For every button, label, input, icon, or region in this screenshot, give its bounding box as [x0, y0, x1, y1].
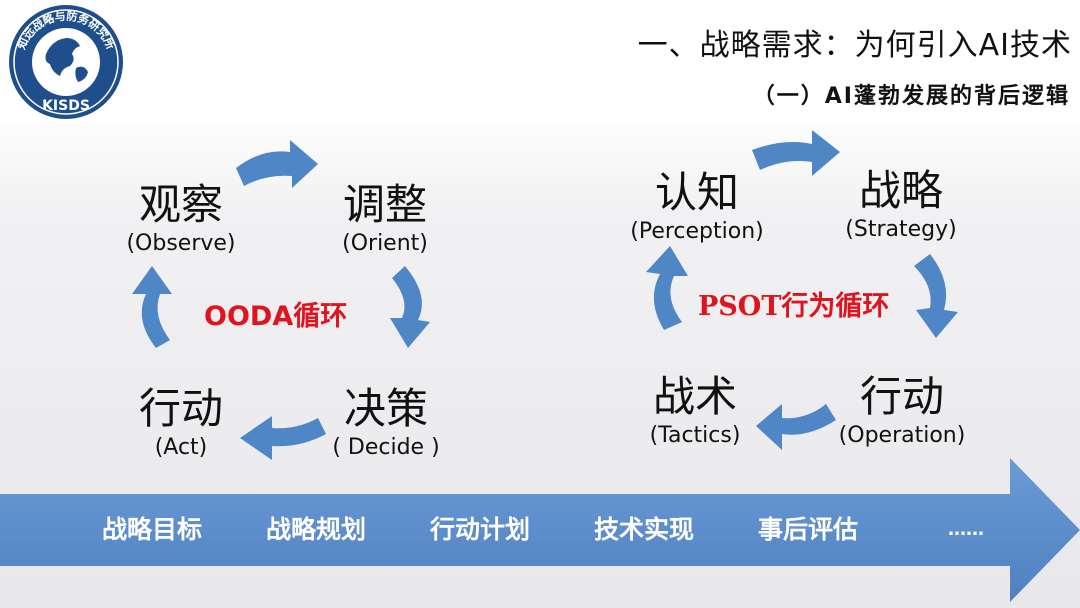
process-step-action-plan: 行动计划 — [430, 515, 531, 544]
psot-arrow-bottom — [756, 404, 836, 450]
node-title: 调整 — [342, 180, 427, 229]
header-band — [0, 0, 1080, 122]
node-subtitle: (Tactics) — [649, 423, 741, 448]
page-title: 一、战略需求：为何引入AI技术 — [637, 28, 1072, 63]
ooda-arrow-bottom — [240, 416, 326, 460]
ooda-loop-label: OODA循环 — [204, 301, 348, 332]
psot-node-tactics: 战术 (Tactics) — [620, 372, 770, 450]
ooda-node-orient: 调整 (Orient) — [310, 180, 460, 258]
process-arrow-shape — [0, 458, 1080, 602]
page-subtitle: （一）AI蓬勃发展的背后逻辑 — [752, 84, 1070, 109]
ooda-node-observe: 观察 (Observe) — [106, 180, 256, 258]
node-subtitle: (Observe) — [126, 231, 236, 256]
node-subtitle: (Orient) — [342, 231, 428, 256]
node-subtitle: (Operation) — [838, 423, 966, 448]
ooda-node-decide: 决策 ( Decide ) — [306, 384, 466, 462]
node-title: 战略 — [858, 166, 943, 215]
node-subtitle: ( Decide ) — [332, 435, 440, 460]
psot-node-operation: 行动 (Operation) — [822, 372, 982, 450]
process-step-ellipsis: …… — [948, 519, 984, 540]
psot-node-perception: 认知 (Perception) — [612, 168, 782, 246]
ooda-arrow-top — [236, 140, 318, 188]
node-title: 行动 — [138, 384, 223, 433]
psot-node-strategy: 战略 (Strategy) — [826, 166, 976, 244]
ooda-arrow-right — [390, 266, 430, 348]
psot-arrow-right — [914, 254, 958, 338]
logo-year: 2019 — [58, 89, 73, 96]
logo-abbr: KISDS — [42, 98, 90, 114]
node-subtitle: (Perception) — [630, 219, 764, 244]
node-title: 战术 — [652, 372, 737, 421]
kisds-logo: 知远战略与防务研究所 2019 KISDS — [9, 5, 123, 119]
node-title: 决策 — [343, 384, 428, 433]
process-step-strategic-planning: 战略规划 — [266, 515, 367, 544]
node-title: 观察 — [138, 180, 223, 229]
ooda-node-act: 行动 (Act) — [106, 384, 256, 462]
node-subtitle: (Strategy) — [845, 217, 957, 242]
node-title: 行动 — [859, 372, 944, 421]
ooda-arrow-left — [132, 266, 172, 348]
node-title: 认知 — [654, 168, 739, 217]
psot-arrow-top — [752, 130, 840, 176]
psot-arrow-left — [646, 246, 688, 330]
process-step-strategic-goal: 战略目标 — [102, 515, 203, 544]
process-step-post-evaluation: 事后评估 — [758, 515, 859, 544]
process-step-tech-implementation: 技术实现 — [594, 515, 695, 544]
node-subtitle: (Act) — [154, 435, 208, 460]
psot-loop-label: PSOT行为循环 — [698, 291, 890, 322]
